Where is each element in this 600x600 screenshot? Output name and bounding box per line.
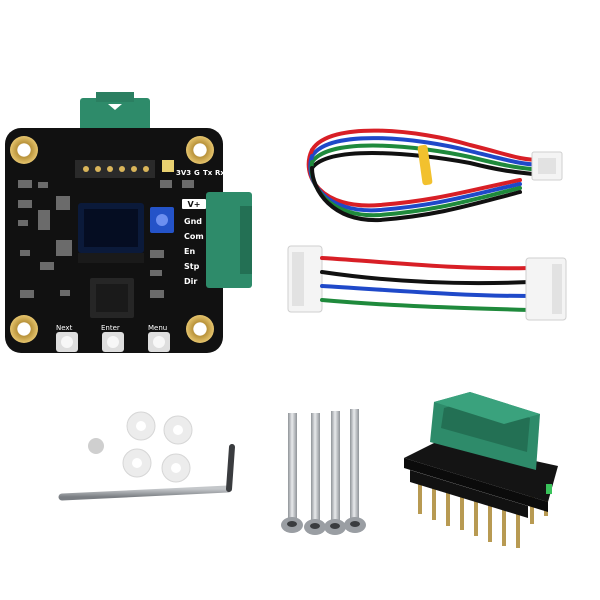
- pin-label-v: V+: [188, 200, 201, 209]
- side-connector: [206, 192, 252, 288]
- washers: [88, 411, 193, 483]
- mount-hole-br: [186, 315, 214, 343]
- mount-hole-tl: [10, 136, 38, 164]
- washer: [88, 438, 104, 454]
- mount-hole-tr: [186, 136, 214, 164]
- short-cable-loop: [306, 128, 542, 223]
- washer: [122, 448, 152, 478]
- screw: [304, 413, 326, 535]
- button-enter[interactable]: Enter: [101, 324, 124, 352]
- pin-label-com: Com: [184, 232, 204, 241]
- short-cable-plug: [531, 151, 563, 181]
- smd-components: [18, 180, 194, 298]
- pin-label-dir: Dir: [184, 277, 197, 286]
- label-tx: Tx: [203, 169, 213, 177]
- cable-plug-left: [287, 245, 323, 313]
- screws: [281, 409, 366, 535]
- pin-header-strip: [410, 470, 528, 518]
- pin-header-top: [75, 160, 155, 178]
- adapter-connector: [430, 392, 540, 470]
- screw: [324, 411, 346, 535]
- uart-labels: 3V3 G Tx Rx: [176, 169, 225, 177]
- washer: [163, 415, 193, 445]
- washer: [161, 453, 191, 483]
- washer: [126, 411, 156, 441]
- screw: [281, 413, 303, 533]
- cable-straight: [287, 245, 567, 321]
- pin-label-stp: Stp: [184, 262, 200, 271]
- pin-label-gnd: Gnd: [184, 217, 202, 226]
- pin-label-en: En: [184, 247, 195, 256]
- mount-hole-bl: [10, 315, 38, 343]
- button-next[interactable]: Next: [56, 324, 78, 352]
- hex-key: [58, 444, 235, 501]
- driver-board: V+ Gnd Com En Stp Dir 3V3 G Tx Rx Next E…: [5, 92, 252, 353]
- screw: [344, 409, 366, 533]
- button-menu[interactable]: Menu: [148, 324, 170, 352]
- cable-plug-right: [525, 257, 567, 321]
- cable-tie: [417, 144, 433, 186]
- button-menu-label: Menu: [148, 324, 167, 332]
- button-next-label: Next: [56, 324, 73, 332]
- label-g: G: [194, 169, 200, 177]
- label-3v3: 3V3: [176, 169, 191, 177]
- adapter-board: [404, 392, 558, 548]
- label-rx: Rx: [215, 169, 225, 177]
- button-enter-label: Enter: [101, 324, 120, 332]
- pin-label-column: V+ Gnd Com En Stp Dir: [182, 199, 206, 286]
